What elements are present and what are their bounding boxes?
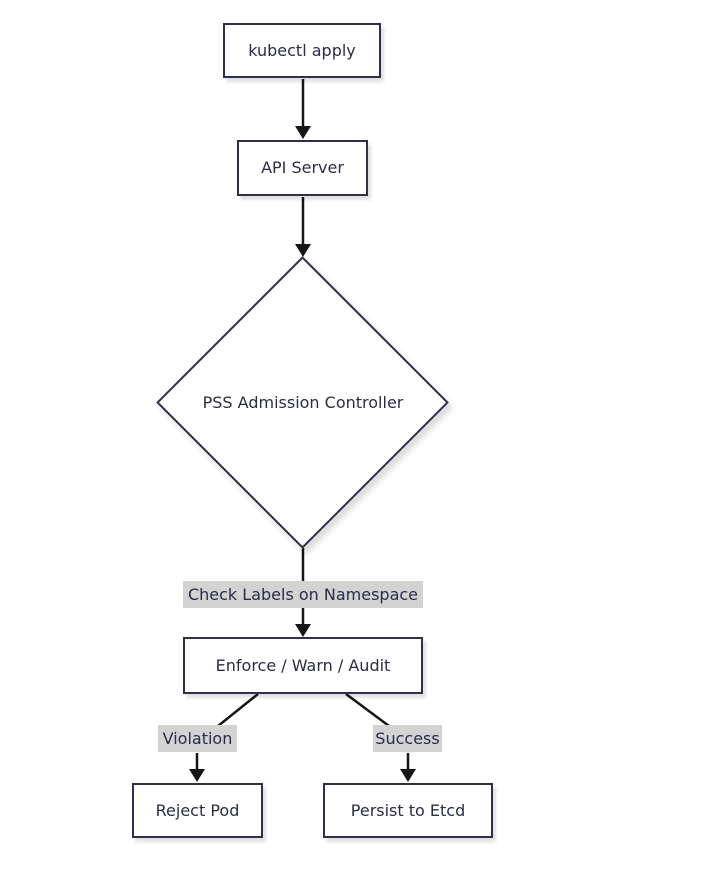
edge-label-success-text: Success <box>375 728 440 748</box>
edge-label-check-text: Check Labels on Namespace <box>187 584 419 604</box>
node-persist-to-etcd-label: Persist to Etcd <box>350 800 466 820</box>
decision-pss-admission-controller-label: PSS Admission Controller <box>202 393 404 412</box>
node-reject-pod-label: Reject Pod <box>155 800 240 820</box>
arrowhead-icon <box>295 126 311 139</box>
node-persist-to-etcd: Persist to Etcd <box>323 783 493 838</box>
edge-label-violation: Violation <box>158 725 237 752</box>
arrowhead-icon <box>189 769 205 782</box>
edge-label-check-labels-on-namespace: Check Labels on Namespace <box>183 581 423 608</box>
arrowhead-icon <box>295 624 311 637</box>
edge-label-violation-text: Violation <box>162 728 233 748</box>
node-api-server-label: API Server <box>261 158 344 177</box>
node-kubectl-apply: kubectl apply <box>223 23 381 78</box>
edge-enforce-to-violation <box>217 693 259 727</box>
edge-label-success: Success <box>373 725 442 752</box>
node-reject-pod: Reject Pod <box>132 783 263 838</box>
arrowhead-icon <box>295 244 311 257</box>
node-enforce-warn-audit: Enforce / Warn / Audit <box>183 637 423 694</box>
node-kubectl-apply-label: kubectl apply <box>248 40 356 60</box>
arrowhead-icon <box>400 769 416 782</box>
edge-enforce-to-success <box>345 692 390 728</box>
node-enforce-warn-audit-label: Enforce / Warn / Audit <box>215 655 391 675</box>
node-api-server: API Server <box>237 140 368 196</box>
